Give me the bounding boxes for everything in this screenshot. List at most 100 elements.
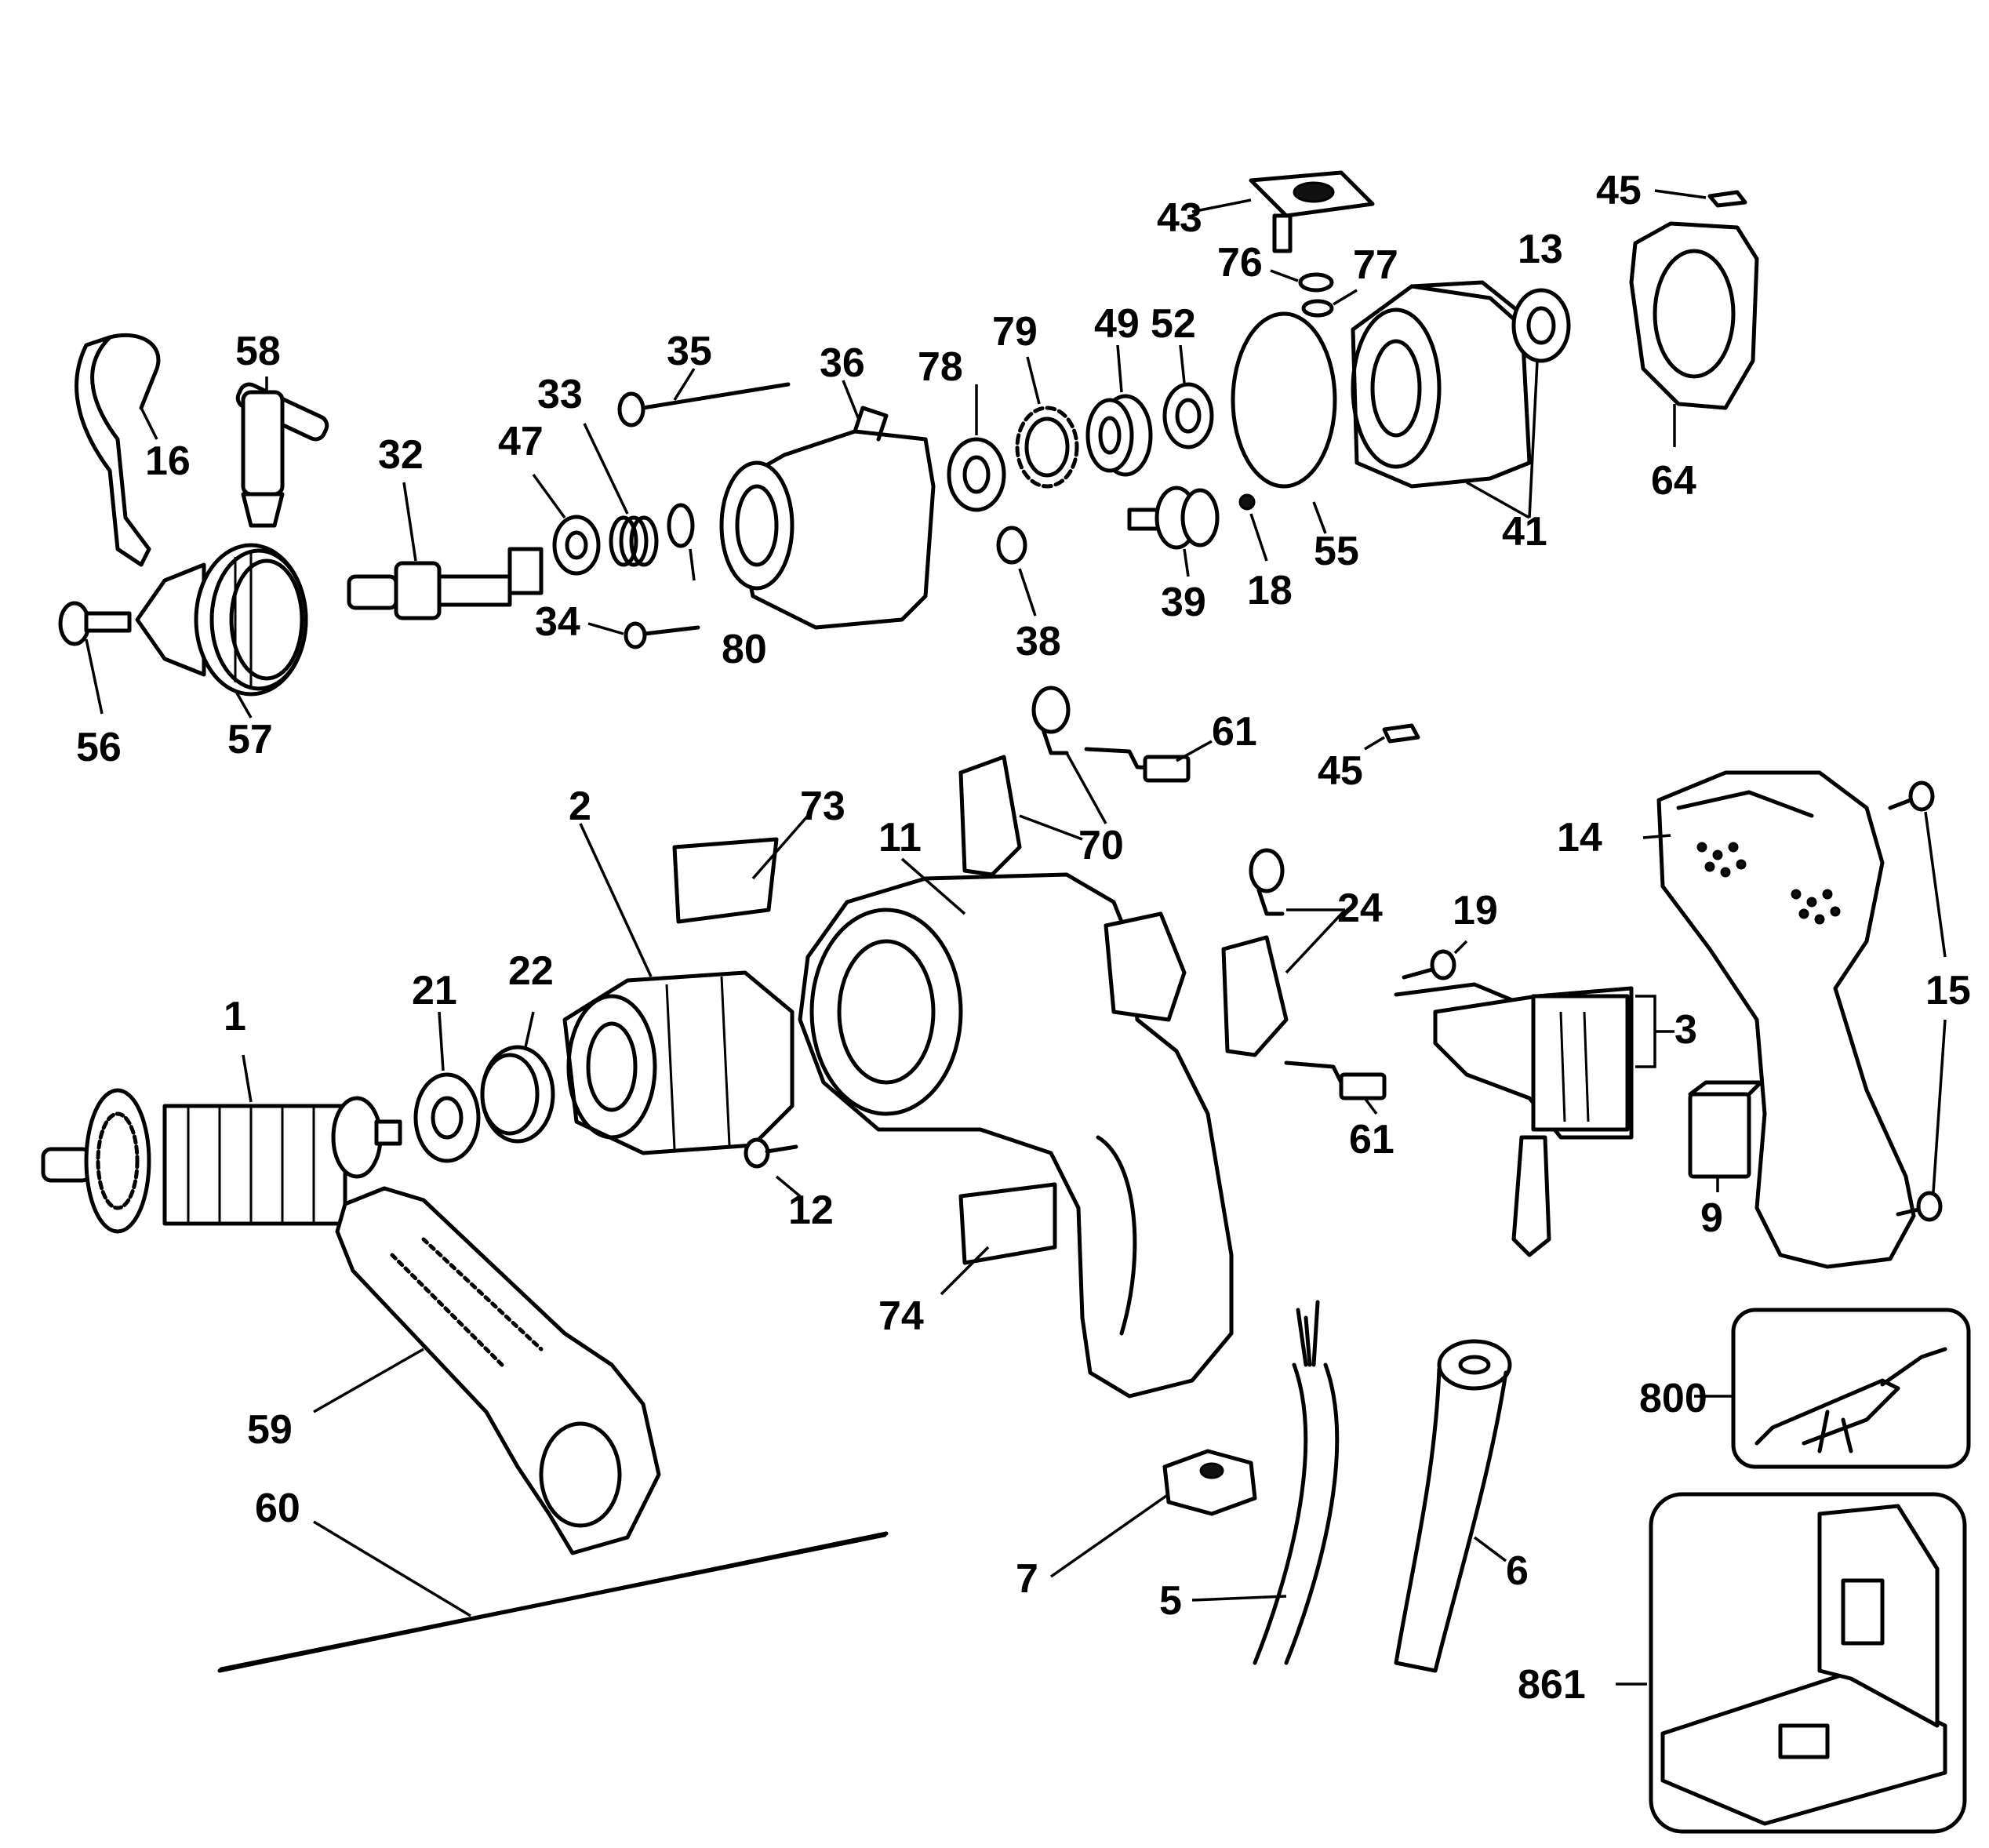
label-77: 77 xyxy=(1353,242,1398,288)
part-79-wave-washer xyxy=(1015,356,1079,489)
label-64: 64 xyxy=(1651,458,1696,504)
part-11-motor-housing xyxy=(798,857,1234,1399)
part-12-screw xyxy=(744,1137,802,1198)
label-74: 74 xyxy=(878,1293,924,1339)
label-12: 12 xyxy=(788,1188,834,1233)
label-52: 52 xyxy=(1151,301,1196,347)
label-22: 22 xyxy=(508,948,554,994)
label-35: 35 xyxy=(667,329,712,374)
label-11: 11 xyxy=(878,815,922,860)
label-76: 76 xyxy=(1217,240,1263,286)
part-5-power-cord xyxy=(1191,1300,1340,1665)
label-59: 59 xyxy=(247,1407,293,1453)
label-861: 861 xyxy=(1518,1662,1586,1708)
label-49: 49 xyxy=(1094,301,1140,347)
part-52-bearing xyxy=(1162,344,1214,449)
label-73: 73 xyxy=(800,784,845,829)
label-14: 14 xyxy=(1557,815,1602,860)
part-34-screw xyxy=(587,621,700,649)
part-861-inset-case xyxy=(1616,1492,1967,1834)
part-39-pinion xyxy=(1127,486,1220,577)
part-56-screw xyxy=(58,601,132,715)
part-36-gear-housing xyxy=(719,380,936,630)
label-80: 80 xyxy=(722,627,767,672)
label-45-mid: 45 xyxy=(1318,748,1363,794)
label-21: 21 xyxy=(412,968,457,1013)
callout-labels: 1 2 3 5 6 7 9 11 12 13 14 15 16 18 19 21… xyxy=(76,168,1971,1708)
part-45-top-spring xyxy=(1654,189,1747,208)
label-13: 13 xyxy=(1518,227,1563,272)
label-18: 18 xyxy=(1247,568,1293,613)
label-61-upper: 61 xyxy=(1212,709,1257,755)
part-49-gear xyxy=(1085,344,1153,477)
part-78-bearing xyxy=(947,384,1006,512)
part-59-side-handle xyxy=(313,1186,661,1555)
part-800-inset xyxy=(1694,1308,1971,1469)
part-2-field xyxy=(562,823,795,1155)
part-47-bearing xyxy=(532,473,601,576)
label-36: 36 xyxy=(820,340,865,386)
part-13-bearing xyxy=(1511,288,1571,518)
part-24-brush-holder xyxy=(1221,848,1347,1057)
part-61-brush-lower xyxy=(1284,1060,1387,1115)
label-7: 7 xyxy=(1016,1556,1038,1602)
part-21-bearing xyxy=(413,1011,481,1163)
part-15-screws xyxy=(1888,780,1947,1222)
label-9: 9 xyxy=(1700,1195,1723,1241)
part-43-selector-knob xyxy=(1191,170,1375,253)
part-1-armature xyxy=(41,1054,402,1234)
part-14-handle-cover xyxy=(1642,770,1916,1269)
label-2: 2 xyxy=(569,784,591,829)
part-70-brush-holder xyxy=(958,686,1107,877)
part-18-ball xyxy=(1238,493,1268,562)
part-6-cord-protector xyxy=(1394,1339,1512,1673)
label-39: 39 xyxy=(1161,580,1206,625)
label-800: 800 xyxy=(1639,1376,1707,1421)
label-79: 79 xyxy=(992,309,1038,355)
label-5: 5 xyxy=(1159,1578,1182,1624)
label-47: 47 xyxy=(498,419,544,464)
part-19-screw xyxy=(1402,940,1468,980)
label-56: 56 xyxy=(76,725,122,770)
label-57: 57 xyxy=(227,717,273,762)
label-32: 32 xyxy=(378,432,424,478)
label-70: 70 xyxy=(1078,823,1124,868)
part-57-chuck xyxy=(135,543,308,718)
part-77-ring xyxy=(1301,289,1358,318)
part-41-gear-case xyxy=(1351,280,1532,519)
label-33: 33 xyxy=(537,372,583,417)
part-61-brush-upper xyxy=(1084,740,1213,783)
label-1: 1 xyxy=(224,994,246,1039)
part-38-washer xyxy=(996,526,1037,617)
part-7-cord-clamp xyxy=(1049,1449,1257,1578)
part-45-mid-spring xyxy=(1364,723,1420,751)
label-43: 43 xyxy=(1157,195,1202,241)
label-58: 58 xyxy=(235,329,281,374)
label-78: 78 xyxy=(918,344,963,390)
part-76-washer xyxy=(1270,269,1334,293)
label-19: 19 xyxy=(1453,888,1498,933)
part-64-bracket xyxy=(1629,221,1759,447)
part-35-long-screw xyxy=(617,368,791,427)
label-55: 55 xyxy=(1314,529,1359,574)
label-45-top: 45 xyxy=(1596,168,1642,213)
part-55-o-ring xyxy=(1231,311,1337,534)
label-61-lower: 61 xyxy=(1349,1117,1394,1162)
label-15: 15 xyxy=(1925,968,1971,1013)
part-80-o-ring xyxy=(667,503,696,581)
part-73-label xyxy=(672,814,809,924)
label-41: 41 xyxy=(1502,509,1547,555)
part-9-suppressor xyxy=(1688,1080,1763,1192)
part-60-depth-rod xyxy=(217,1520,889,1673)
part-22-sleeve xyxy=(480,1011,555,1144)
label-16: 16 xyxy=(145,438,191,484)
part-16-depth-clip xyxy=(75,333,161,567)
part-74-label xyxy=(940,1182,1057,1296)
label-34: 34 xyxy=(535,599,580,645)
part-3-switch xyxy=(1394,982,1674,1257)
part-58-chuck-key xyxy=(235,377,329,528)
label-3: 3 xyxy=(1674,1007,1697,1053)
label-6: 6 xyxy=(1506,1548,1529,1594)
part-33-spring xyxy=(583,423,659,567)
label-24: 24 xyxy=(1337,886,1383,931)
